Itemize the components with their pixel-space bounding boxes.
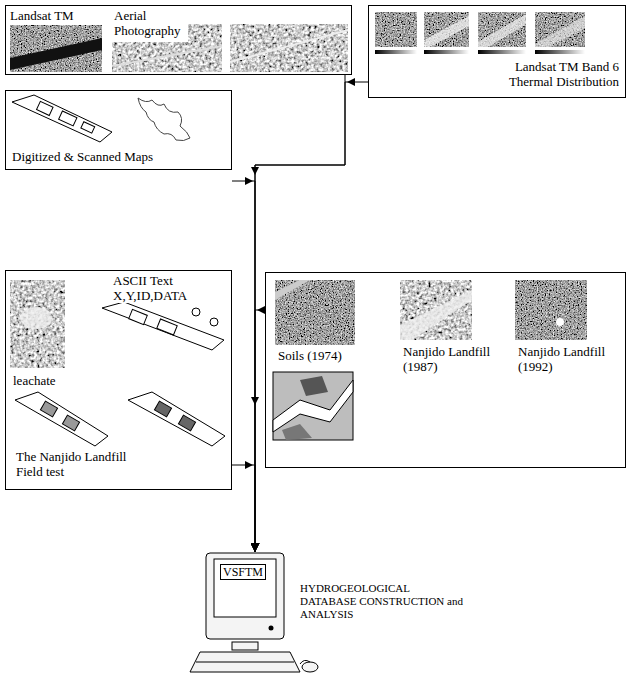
band — [535, 16, 585, 47]
panel-label: Landsat TM — [10, 8, 74, 23]
monitor-screen — [214, 559, 276, 617]
junction-arrowhead — [245, 461, 253, 469]
panel-label: ASCII Text X,Y,ID,DATA — [113, 273, 205, 303]
thermal-image — [375, 12, 417, 47]
map-outline — [15, 392, 108, 446]
map-outline — [102, 302, 224, 350]
thermal-image — [424, 12, 469, 47]
landfill-photo-1987 — [400, 280, 472, 340]
color-bar — [424, 50, 469, 54]
leachate-photo — [10, 280, 65, 368]
river — [10, 38, 102, 70]
aerial-photo — [230, 24, 348, 72]
junction-arrowhead — [257, 306, 265, 314]
band — [424, 16, 469, 47]
flow-connector — [255, 310, 265, 552]
map-block — [37, 101, 53, 115]
keyboard-row — [196, 662, 294, 663]
flow-connector — [255, 75, 345, 552]
color-bar — [535, 50, 585, 54]
landfill-map — [12, 95, 112, 142]
screen-label: VSFTM — [220, 564, 266, 580]
flow-connector — [255, 82, 368, 552]
panel-label: Digitized & Scanned Maps — [12, 149, 153, 164]
photo — [112, 42, 222, 72]
field-panel: ASCII Text X,Y,ID,DATA leachateThe Nanjid… — [5, 270, 232, 490]
field-test-maps — [15, 392, 225, 446]
power-button — [269, 626, 274, 631]
map-block — [62, 415, 79, 431]
panel-label: The Nanjido Landfill Field test — [16, 449, 141, 479]
mouse-cable — [300, 660, 310, 664]
image-panel: Landsat TM Aerial Photography — [5, 5, 352, 75]
keyboard — [190, 652, 300, 672]
photo — [230, 24, 348, 72]
photo-caption: Nanjido Landfill (1992) — [518, 344, 620, 374]
photo — [188, 24, 222, 42]
photo — [515, 280, 587, 340]
photo — [10, 25, 102, 72]
soil-map — [273, 372, 353, 440]
thermal-panel: Landsat TM Band 6 Thermal Distribution — [368, 5, 626, 98]
highlight — [20, 307, 52, 329]
marker — [556, 318, 564, 326]
photo — [275, 280, 355, 345]
soil-zone — [300, 376, 328, 396]
soil-photo — [275, 280, 355, 345]
scanned-map — [138, 98, 190, 141]
junction-arrowhead — [251, 397, 259, 405]
color-bar — [375, 50, 417, 54]
flow-connector — [232, 465, 255, 552]
system-caption: HYDROGEOLOGICAL DATABASE CONSTRUCTION an… — [300, 582, 464, 621]
map-block — [40, 401, 57, 417]
mouse — [302, 662, 318, 672]
band — [478, 14, 526, 47]
soil-zone — [282, 424, 312, 440]
map-block — [154, 401, 171, 417]
map-block — [129, 309, 148, 324]
ascii-map — [102, 302, 224, 350]
photo-caption: leachate — [13, 373, 56, 388]
junction-arrowhead — [347, 78, 355, 86]
junction-arrowhead — [251, 167, 259, 175]
color-bar — [478, 50, 526, 54]
map-panel: Digitized & Scanned Maps — [5, 90, 232, 170]
panel-label: Landsat TM Band 6 Thermal Distribution — [487, 59, 619, 89]
map-outline — [128, 392, 225, 446]
map-block — [178, 415, 195, 431]
map-outline — [12, 95, 112, 142]
landsat-photo — [10, 25, 102, 72]
map-point — [192, 308, 200, 316]
road — [112, 46, 222, 66]
photo-caption: Nanjido Landfill (1987) — [403, 344, 505, 374]
highlight — [275, 280, 310, 300]
panel-label: Aerial Photography — [114, 8, 186, 38]
map-block — [81, 122, 95, 133]
thermal-images — [375, 12, 585, 54]
thermal-image — [478, 12, 526, 47]
map — [273, 372, 353, 440]
photo — [10, 280, 65, 368]
flow-connector — [232, 181, 255, 552]
thermal-image — [535, 12, 585, 47]
photo — [400, 280, 472, 340]
map-block — [157, 319, 177, 335]
photo-caption: Soils (1974) — [278, 348, 342, 363]
computer: VSFTMHYDROGEOLOGICAL DATABASE CONSTRUCTI… — [205, 552, 285, 642]
map-point — [210, 318, 218, 326]
computer-base — [190, 642, 318, 672]
monitor-case — [206, 553, 284, 639]
landfill — [400, 290, 472, 340]
landfill-photo-1992 — [515, 280, 587, 340]
monitor-stand — [232, 642, 258, 650]
photo-panel: Soils (1974) Nanjido Landfill (1987) Nanji… — [265, 272, 626, 468]
map-block — [59, 111, 77, 126]
road — [230, 30, 348, 62]
junction-arrowhead — [245, 177, 253, 185]
